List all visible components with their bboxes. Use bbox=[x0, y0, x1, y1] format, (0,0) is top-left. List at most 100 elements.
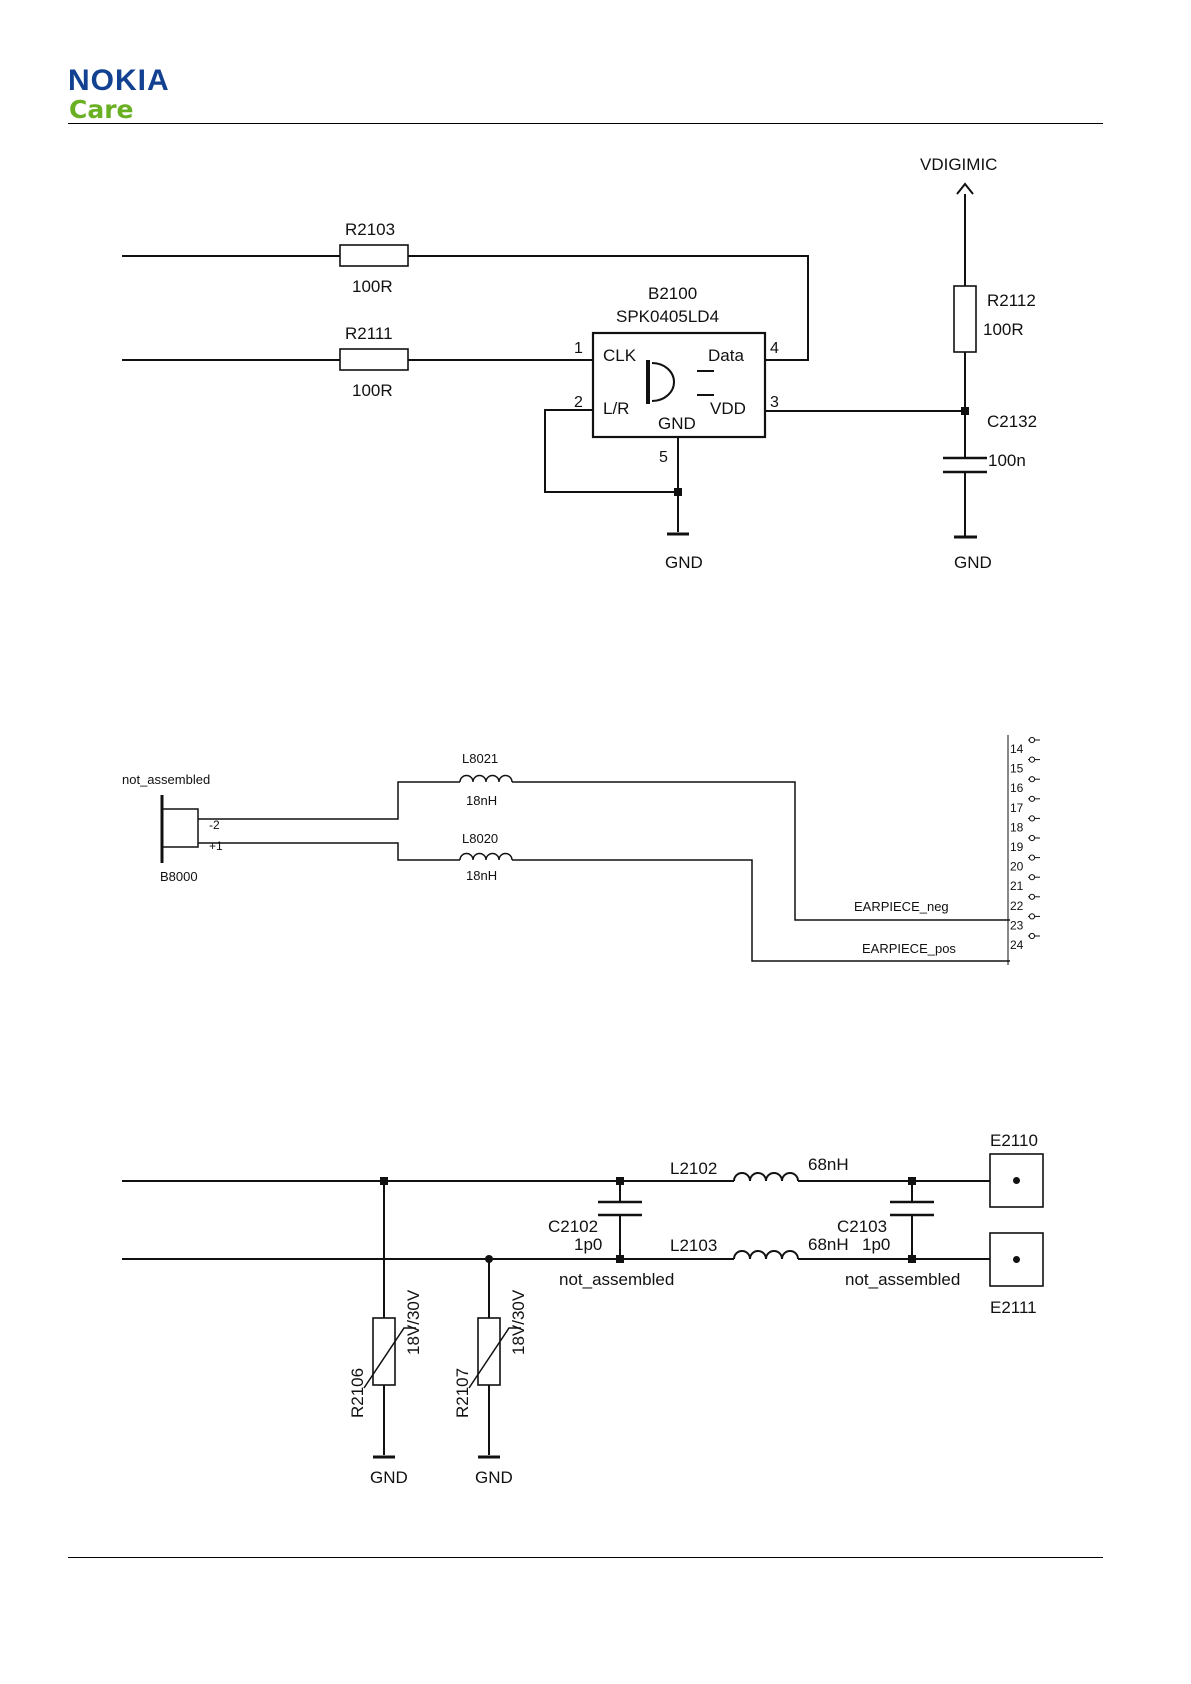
label-b8000-pin-neg: -2 bbox=[209, 818, 220, 832]
label-b8000-pin-pos: +1 bbox=[209, 839, 223, 853]
wire-earpiece-neg bbox=[198, 781, 1010, 921]
label-c2102-not-assembled: not_assembled bbox=[559, 1270, 674, 1289]
nokia-wordmark: NOKIA bbox=[68, 64, 170, 97]
label-r2106-value: 18V/30V bbox=[404, 1289, 423, 1355]
varistor-r2107 bbox=[477, 1317, 501, 1386]
schematic-digital-microphone: R2103 100R R2111 100R B2100 SPK0405LD4 C… bbox=[122, 155, 1037, 572]
inductor-l8021 bbox=[459, 774, 513, 783]
connector-pin-number: 21 bbox=[1010, 879, 1024, 893]
label-r2112: R2112 bbox=[987, 291, 1036, 310]
pin-label-data: Data bbox=[708, 346, 744, 365]
junction-gnd bbox=[674, 488, 682, 496]
junction-r2107 bbox=[485, 1255, 493, 1263]
label-r2111: R2111 bbox=[345, 324, 393, 343]
connector-pin-number: 19 bbox=[1010, 840, 1024, 854]
label-gnd-r2106: GND bbox=[370, 1468, 408, 1487]
label-l2103: L2103 bbox=[670, 1236, 717, 1255]
label-c2103-value: 1p0 bbox=[862, 1235, 890, 1254]
inductor-l8020 bbox=[459, 852, 513, 861]
connector-pin-contact bbox=[1028, 854, 1036, 861]
junction-c2102-top bbox=[616, 1177, 624, 1185]
capacitor-c2103 bbox=[890, 1200, 934, 1217]
connector-pin-number: 18 bbox=[1010, 820, 1024, 834]
connector-pin-contact bbox=[1028, 736, 1036, 744]
label-l8020-value: 18nH bbox=[466, 868, 497, 883]
connector-pin-contact bbox=[1028, 893, 1036, 900]
junction-r2106 bbox=[380, 1177, 388, 1185]
earpiece-body-icon bbox=[163, 808, 199, 848]
connector-pin-contact bbox=[1028, 776, 1036, 783]
resistor-r2103 bbox=[339, 244, 409, 267]
label-r2112-value: 100R bbox=[983, 320, 1024, 339]
label-gnd-r2107: GND bbox=[475, 1468, 513, 1487]
label-e2110: E2110 bbox=[990, 1131, 1038, 1150]
pin-number-2: 2 bbox=[574, 394, 583, 411]
wire-earpiece-pos bbox=[198, 842, 1010, 962]
label-r2106: R2106 bbox=[348, 1368, 367, 1418]
vdigimic-arrow bbox=[956, 182, 974, 195]
label-l8020: L8020 bbox=[462, 831, 498, 846]
label-r2111-value: 100R bbox=[352, 381, 393, 400]
wire-r2103-data bbox=[122, 255, 809, 361]
label-b2100: B2100 bbox=[648, 284, 697, 303]
connector-pin-contact bbox=[1028, 932, 1036, 940]
label-l8021-value: 18nH bbox=[466, 793, 497, 808]
label-gnd-c2132: GND bbox=[954, 553, 992, 572]
junction-vdd bbox=[961, 407, 969, 415]
label-e2111: E2111 bbox=[990, 1298, 1037, 1317]
pin-number-3: 3 bbox=[770, 394, 779, 411]
pin-number-5: 5 bbox=[659, 449, 668, 466]
mic-capsule-icon bbox=[651, 362, 675, 402]
label-c2103-not-assembled: not_assembled bbox=[845, 1270, 960, 1289]
connector-pin-contact bbox=[1028, 815, 1036, 822]
label-r2103-value: 100R bbox=[352, 277, 393, 296]
connector-pin-number: 23 bbox=[1010, 918, 1024, 932]
label-l8021: L8021 bbox=[462, 751, 498, 766]
care-wordmark: Care bbox=[69, 95, 134, 124]
pin-label-gnd: GND bbox=[658, 414, 696, 433]
header-rule bbox=[68, 123, 1103, 124]
connector-pin-contact bbox=[1028, 913, 1036, 920]
label-b2100-part: SPK0405LD4 bbox=[616, 307, 719, 326]
connector-pin-number: 14 bbox=[1010, 742, 1024, 756]
resistor-r2112 bbox=[953, 285, 977, 353]
label-c2102-value: 1p0 bbox=[574, 1235, 602, 1254]
net-label-earpiece-neg: EARPIECE_neg bbox=[854, 899, 949, 914]
junction-c2103-top bbox=[908, 1177, 916, 1185]
label-l2102-value: 68nH bbox=[808, 1155, 849, 1174]
ic-b2100 bbox=[591, 331, 767, 439]
testpoint-e2111-pad bbox=[1013, 1256, 1020, 1263]
schematic-esd-filter: L2102 68nH L2103 68nH C2102 1p0 not_asse… bbox=[122, 1131, 1044, 1487]
label-c2132: C2132 bbox=[987, 412, 1037, 431]
label-c2132-value: 100n bbox=[988, 451, 1026, 470]
varistor-r2106-slash-icon bbox=[363, 1327, 416, 1389]
inductor-l2103 bbox=[733, 1250, 799, 1260]
label-b8000-not-assembled: not_assembled bbox=[122, 772, 210, 787]
label-r2107: R2107 bbox=[453, 1368, 472, 1418]
net-label-earpiece-pos: EARPIECE_pos bbox=[862, 941, 956, 956]
varistor-r2106 bbox=[372, 1317, 396, 1386]
pin-number-1: 1 bbox=[574, 340, 583, 357]
connector-pin-number: 16 bbox=[1010, 781, 1024, 795]
varistor-r2107-slash-icon bbox=[468, 1327, 521, 1389]
junction-c2103-bottom bbox=[908, 1255, 916, 1263]
label-c2102: C2102 bbox=[548, 1217, 598, 1236]
connector-pin-number: 20 bbox=[1010, 860, 1024, 874]
testpoint-e2111 bbox=[989, 1232, 1044, 1287]
connector-pin-number: 24 bbox=[1010, 938, 1024, 952]
capacitor-c2102 bbox=[598, 1200, 642, 1217]
mic-leads-icon bbox=[697, 370, 714, 396]
pin-number-4: 4 bbox=[770, 340, 779, 357]
label-l2102: L2102 bbox=[670, 1159, 717, 1178]
label-l2103-value: 68nH bbox=[808, 1235, 849, 1254]
connector-pin-number: 15 bbox=[1010, 762, 1024, 776]
label-gnd-mic: GND bbox=[665, 553, 703, 572]
inductor-l2102 bbox=[733, 1172, 799, 1182]
footer-rule bbox=[68, 1557, 1103, 1558]
testpoint-e2110-pad bbox=[1013, 1177, 1020, 1184]
pin-label-vdd: VDD bbox=[710, 399, 746, 418]
